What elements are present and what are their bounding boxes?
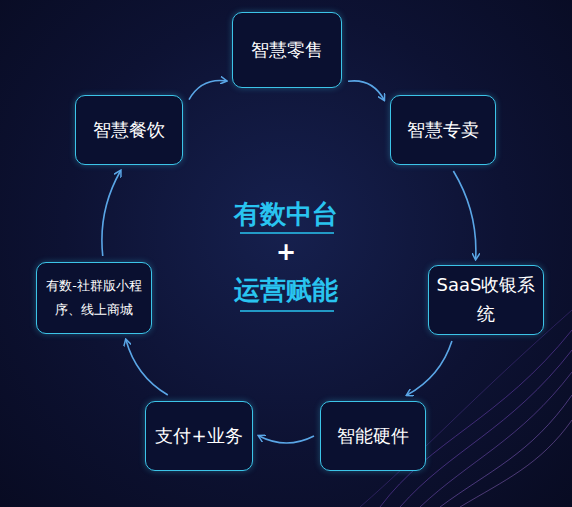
title-underline: [240, 310, 334, 312]
process-box: 智慧专卖: [390, 95, 496, 165]
box-label: 支付+业务: [149, 422, 248, 451]
process-box: 智慧餐饮: [75, 95, 183, 165]
flow-arrow: [407, 341, 452, 395]
flow-arrow: [259, 436, 314, 443]
box-label: SaaS收银系统: [429, 271, 543, 329]
flow-arrow: [189, 80, 226, 99]
box-label: 智能硬件: [331, 422, 415, 451]
process-box: 智慧零售: [232, 12, 342, 88]
wave-line: [440, 395, 572, 507]
flow-arrow: [453, 171, 476, 259]
center-label: +: [0, 238, 572, 266]
process-box: SaaS收银系统: [428, 265, 544, 335]
box-label: 有数-社群版小程序、线上商城: [37, 274, 151, 323]
box-label: 智慧专卖: [401, 116, 485, 145]
process-box: 支付+业务: [145, 401, 253, 471]
process-box: 智能硬件: [320, 401, 426, 471]
wave-line: [460, 420, 572, 507]
center-label: 有数中台: [0, 197, 572, 232]
box-label: 智慧零售: [245, 36, 329, 65]
title-underline: [240, 232, 334, 234]
wave-line: [420, 372, 572, 507]
flow-arrow: [126, 340, 168, 395]
flow-arrow: [102, 171, 121, 256]
center-label: 运营赋能: [0, 273, 572, 308]
flow-arrow: [348, 81, 384, 100]
box-label: 智慧餐饮: [87, 116, 171, 145]
process-box: 有数-社群版小程序、线上商城: [36, 262, 152, 334]
